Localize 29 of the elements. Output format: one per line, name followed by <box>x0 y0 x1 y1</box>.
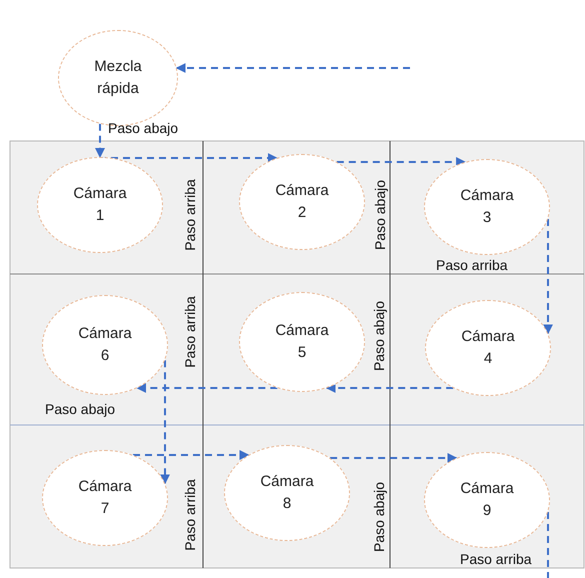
flow-arrow <box>176 63 410 73</box>
flow-arrow <box>326 383 454 393</box>
node-label: Cámara 6 <box>77 324 133 366</box>
passage-label: Paso arriba <box>183 179 197 251</box>
passage-label: Paso arriba <box>436 258 508 272</box>
passage-label: Paso abajo <box>372 482 386 552</box>
passage-label: Paso abajo <box>45 402 116 416</box>
node-label: Cámara 8 <box>259 472 315 514</box>
node-label: Cámara 5 <box>274 321 330 363</box>
flow-arrow <box>330 453 458 463</box>
node-label: Cámara 4 <box>460 327 516 369</box>
flow-arrow <box>160 360 170 484</box>
node-label: Mezcla rápida <box>93 57 143 99</box>
node-label: Cámara 3 <box>459 186 515 228</box>
flow-arrow <box>95 124 105 158</box>
flow-arrow <box>133 450 250 460</box>
node-label: Cámara 7 <box>77 477 133 519</box>
passage-label: Paso arriba <box>183 296 197 368</box>
node-label: Cámara 2 <box>274 181 330 223</box>
node-label: Cámara 1 <box>72 184 128 226</box>
passage-label: Paso abajo <box>108 121 178 135</box>
passage-label: Paso abajo <box>373 180 387 250</box>
passage-label: Paso arriba <box>460 552 532 566</box>
passage-label: Paso abajo <box>372 300 386 372</box>
flow-arrow <box>136 383 278 393</box>
passage-label: Paso arriba <box>183 479 197 551</box>
node-label: Cámara 9 <box>459 479 515 521</box>
flow-arrow <box>336 157 466 167</box>
flow-arrow <box>543 219 553 334</box>
